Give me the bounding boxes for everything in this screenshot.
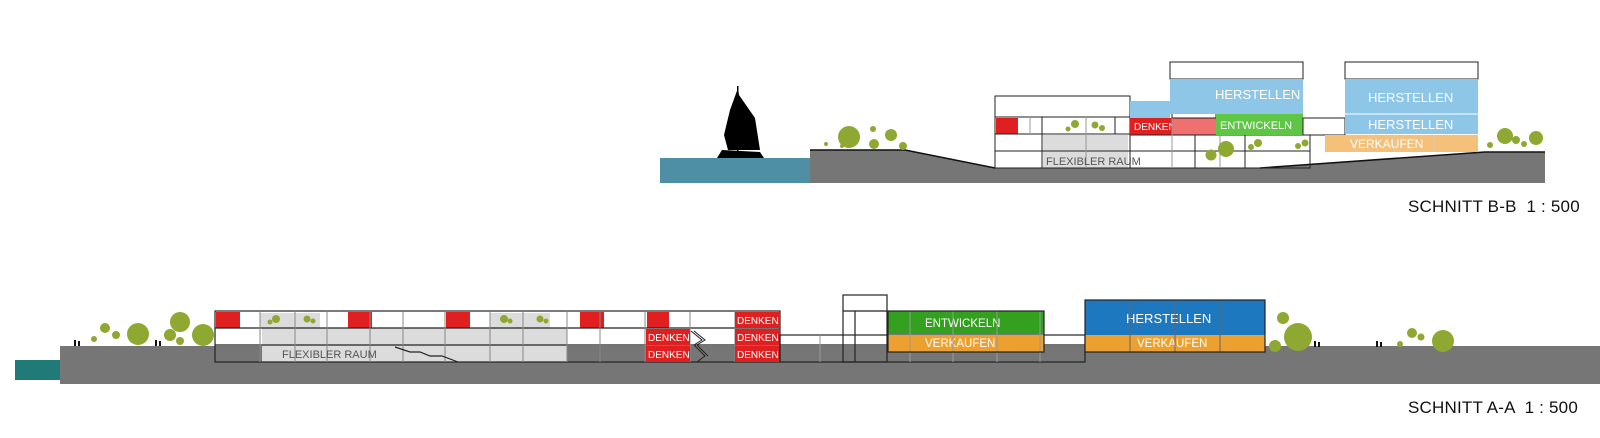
entwickeln-block-a bbox=[888, 311, 1044, 334]
verkaufen-label-b: VERKAUFEN bbox=[1350, 137, 1423, 151]
spiral-stair-a bbox=[690, 330, 709, 363]
denken-label-a2: DENKEN bbox=[648, 350, 690, 361]
herstellen-block-b2 bbox=[1345, 79, 1478, 114]
water bbox=[660, 158, 810, 183]
section-a-a: FLEXIBLER RAUM DENKEN DENKEN DENKEN DENK… bbox=[15, 294, 1600, 384]
entwickeln-block-b bbox=[1216, 114, 1303, 135]
herstellen-label-b2: HERSTELLEN bbox=[1368, 90, 1453, 105]
denken-block-a1 bbox=[646, 329, 690, 345]
entwickeln-label-a: ENTWICKELN bbox=[925, 318, 1000, 330]
verkaufen-block-a1 bbox=[888, 335, 1044, 352]
denken-label-b: DENKEN bbox=[1134, 122, 1176, 133]
trees-a-left bbox=[91, 312, 214, 346]
verkaufen-label-a1: VERKAUFEN bbox=[925, 338, 995, 350]
denken-block-a5 bbox=[735, 346, 780, 362]
trees-a-right bbox=[1269, 312, 1454, 352]
ground-line bbox=[810, 149, 1545, 169]
denken-label-a3: DENKEN bbox=[737, 316, 779, 327]
herstellen-block-b3 bbox=[1345, 114, 1478, 134]
herstellen-block-b1 bbox=[1170, 79, 1303, 114]
herstellen-label-a: HERSTELLEN bbox=[1126, 311, 1211, 326]
verkaufen-block-b bbox=[1325, 135, 1478, 152]
denken-label-a5: DENKEN bbox=[737, 350, 779, 361]
water-a bbox=[15, 360, 60, 380]
caption-schnitt-b-b: SCHNITT B-B 1 : 500 bbox=[1408, 197, 1580, 216]
denken-block-b bbox=[1130, 118, 1172, 135]
denken-block-a3 bbox=[735, 312, 780, 328]
denken-cell-b bbox=[996, 118, 1018, 134]
entwickeln-label-b: ENTWICKELN bbox=[1220, 120, 1292, 132]
verkaufen-label-a2: VERKAUFEN bbox=[1137, 338, 1207, 350]
denken-block-a2 bbox=[646, 346, 690, 362]
people-icons-a-left bbox=[74, 340, 161, 346]
ground-terrain bbox=[810, 150, 1545, 183]
denken-label-a1: DENKEN bbox=[648, 333, 690, 344]
stair-a bbox=[394, 346, 459, 363]
denken-block-a4 bbox=[735, 329, 780, 345]
trees-b-left bbox=[824, 126, 907, 150]
flexibler-raum-label-b: FLEXIBLER RAUM bbox=[1046, 156, 1141, 168]
section-b-b: FLEXIBLER RAUM DENKEN HERSTELLEN ENTWICK… bbox=[660, 61, 1545, 183]
caption-schnitt-a-a: SCHNITT A-A 1 : 500 bbox=[1408, 398, 1578, 417]
herstellen-label-b3: HERSTELLEN bbox=[1368, 117, 1453, 132]
flexibler-raum-label-a: FLEXIBLER RAUM bbox=[282, 349, 377, 361]
denken-label-a4: DENKEN bbox=[737, 333, 779, 344]
herstellen-label-b1: HERSTELLEN bbox=[1215, 87, 1300, 102]
trees-b-right bbox=[1487, 128, 1543, 148]
people-icons-a-right bbox=[1314, 341, 1382, 347]
sailboat-icon bbox=[717, 86, 764, 158]
